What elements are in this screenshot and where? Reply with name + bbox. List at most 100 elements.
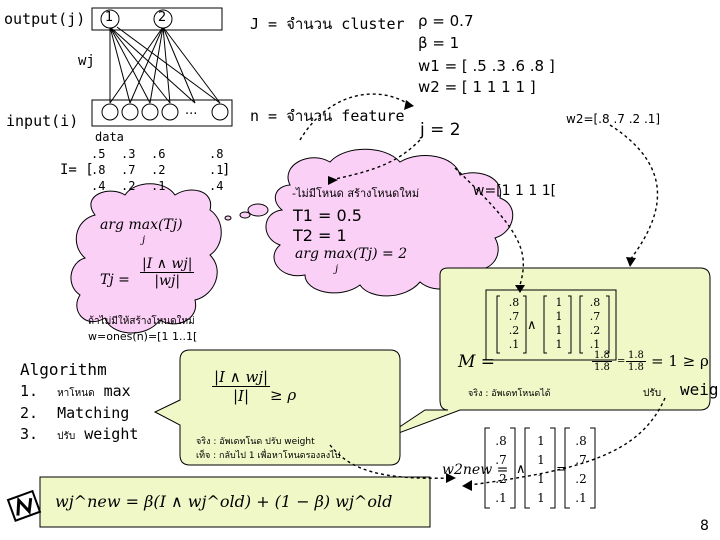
step-text: max	[103, 382, 131, 400]
I-prefix: I= [	[60, 162, 94, 178]
output-node-1-label: 1	[105, 10, 114, 25]
step-number: 3.	[20, 425, 39, 443]
rho-value: ρ = 0.7	[418, 12, 474, 30]
I-close: ]	[222, 162, 231, 178]
argmax-result: arg max(Tj) = 2	[295, 246, 408, 262]
table-cell: .2	[151, 163, 166, 177]
adjust-label: ปรับ	[643, 388, 662, 399]
matrix-col-c: .8 .7 .2 .1	[586, 296, 604, 352]
equals-sign: =	[556, 462, 567, 477]
Tj-lhs: Tj =	[100, 272, 130, 288]
w2-small: w2=[.8 .7 .2 .1]	[566, 112, 661, 126]
matrix-cell: .7	[495, 453, 507, 467]
table-cell: .1	[151, 179, 166, 193]
algorithm-title: Algorithm	[20, 360, 107, 379]
dotted-arrows	[299, 93, 666, 486]
output-node-2-label: 2	[158, 10, 167, 25]
step-thai: ปรับ	[57, 431, 76, 442]
matrix-cell: .2	[508, 324, 520, 337]
table-row: .8 .7 .2 .1	[90, 162, 238, 178]
matrix-cell: .8	[508, 296, 520, 309]
input-label: input(i)	[6, 112, 79, 130]
match-fraction: |I ∧ wj| |I|	[212, 368, 271, 405]
fraction-numerator: 1.8	[592, 350, 612, 362]
matrix-cell: .8	[589, 296, 601, 309]
algorithm-step-1: 1. หาโหนด max	[20, 382, 131, 401]
result-true-line: จริง : อัพเดทโหนดได้	[468, 389, 551, 399]
result-box	[379, 267, 711, 441]
matrix-cell: 1	[555, 338, 563, 351]
w1-vector: w1 = [ .5 .3 .6 .8 ]	[418, 57, 555, 75]
input-node	[121, 103, 139, 121]
and-symbol: ∧	[527, 318, 537, 333]
matrix-cell: .7	[575, 453, 587, 467]
n-definition: n = จำนวน feature	[250, 107, 405, 125]
fraction-denominator: 1.8	[628, 362, 644, 373]
matrix-cell: .1	[575, 491, 587, 505]
w2-new-lhs: w2new =	[442, 462, 509, 478]
matrix-cell: .1	[508, 338, 520, 351]
table-cell: .6	[151, 147, 166, 161]
output-node-1	[100, 9, 120, 29]
and-symbol: ∧	[516, 462, 526, 477]
matrix-brackets	[484, 289, 617, 509]
table-cell: .3	[121, 147, 136, 161]
equals-sign: =	[617, 356, 626, 367]
output-node-2	[153, 9, 173, 29]
step-text: Matching	[57, 404, 130, 422]
new-matrix-col-a: .8 .7 .2 .1	[492, 432, 510, 508]
table-cell: .1	[209, 163, 224, 177]
match-rhs: ≥ ρ	[270, 386, 297, 404]
T1-value: T1 = 0.5	[293, 206, 362, 225]
cloud-puff	[239, 211, 251, 219]
match-callout	[153, 349, 401, 466]
matrix-cell: 1	[537, 472, 545, 486]
matrix-cell: .2	[589, 324, 601, 337]
no-node-line: -ไม่มีโหนด สร้างโหนดใหม่	[292, 187, 420, 200]
fraction-denominator: 1.8	[594, 362, 610, 373]
Tj-fraction: |I ∧ wj| |wj|	[140, 256, 195, 289]
step-text: weight	[84, 425, 139, 443]
table-row: .5 .3 .6 .8	[90, 146, 238, 162]
match-numerator: |I ∧ wj|	[212, 368, 271, 387]
cloud-puff	[224, 215, 232, 221]
wj-label: wj	[78, 53, 95, 69]
new-matrix-col-b: 1 1 1 1	[532, 432, 550, 508]
input-node	[141, 103, 159, 121]
arrow-heads	[328, 100, 636, 491]
table-cell: .2	[121, 179, 136, 193]
page-number: 8	[700, 518, 709, 534]
table-row: .4 .2 .1 .4	[90, 178, 238, 194]
algorithm-step-3: 3. ปรับ weight	[20, 425, 138, 444]
matrix-cell: 1	[537, 434, 545, 448]
algorithm-step-2: 2. Matching	[20, 404, 129, 422]
new-node-weights: w=[1 1 1 1[	[473, 183, 557, 199]
matrix-cell: .1	[495, 491, 507, 505]
update-formula: wj^new = β(I ∧ wj^old) + (1 − β) wj^old	[55, 492, 393, 511]
T2-value: T2 = 1	[293, 226, 347, 245]
table-cell: .4	[209, 179, 224, 193]
matrix-cell: 1	[537, 491, 545, 505]
weight-label: weigh	[680, 380, 720, 399]
M-rhs: = 1 ≥ ρ	[651, 352, 709, 370]
table-cell: .8	[209, 147, 224, 161]
argmax-formula: arg max(Tj)	[100, 217, 183, 233]
no-node-note: ถ้าไม่มีให้สร้างโหนดใหม่	[88, 316, 195, 327]
M-fraction-2: 1.8 1.8	[626, 350, 646, 373]
matrix-cell: 1	[537, 453, 545, 467]
matrix-cell: 1	[555, 296, 563, 309]
w2-vector: w2 = [ 1 1 1 1 ]	[418, 78, 536, 96]
table-cell: .4	[91, 179, 106, 193]
matrix-cell: .2	[575, 472, 587, 486]
table-cell: .7	[121, 163, 136, 177]
input-ellipsis: ...	[185, 103, 198, 118]
match-false-line: เท็จ : กลับไป 1 เพื่อหาโหนดรองลงไป	[196, 451, 341, 461]
J-definition: J = จำนวน cluster	[250, 15, 405, 33]
logo-stamp	[6, 489, 42, 522]
init-weights-note: w=ones(n)=[1 1..1[	[88, 330, 198, 343]
match-denominator: |I|	[233, 387, 250, 405]
argmax-result-subscript: j	[335, 264, 339, 275]
Tj-numerator: |I ∧ wj|	[140, 256, 195, 273]
fraction-numerator: 1.8	[626, 350, 646, 362]
matrix-cell: .7	[589, 310, 601, 323]
